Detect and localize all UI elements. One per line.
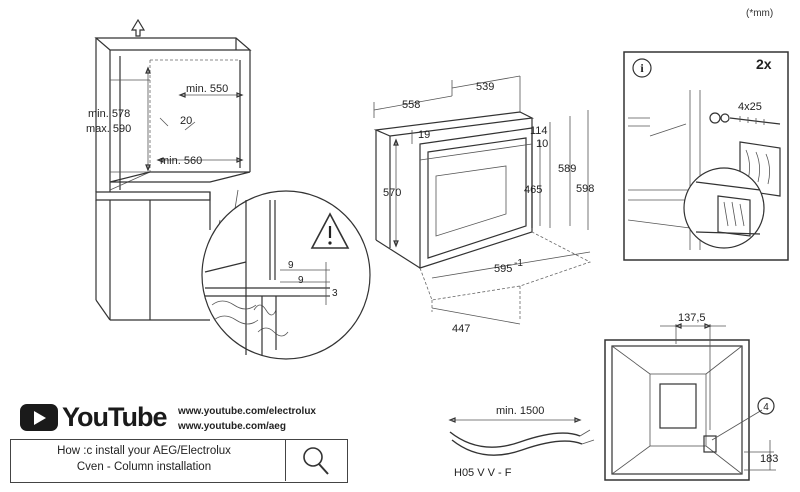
oven-drawing: [373, 75, 592, 325]
back-view: 4: [604, 323, 776, 481]
oven-height-598: 598: [576, 183, 594, 195]
youtube-logo[interactable]: YouTube: [20, 402, 167, 433]
warning-icon: [310, 212, 350, 249]
youtube-play-icon: [20, 404, 58, 431]
video-title-line2: Cven - Column installation: [76, 461, 212, 473]
cabinet-width-bottom: min. 560: [160, 155, 202, 167]
svg-text:4: 4: [763, 402, 769, 413]
cabinet-gap: 20: [180, 115, 192, 127]
video-title: How :c install your AEG/Electrolux Cven …: [19, 443, 269, 475]
magnifier-icon: [303, 447, 329, 475]
youtube-video-box[interactable]: How :c install your AEG/Electrolux Cven …: [10, 439, 348, 483]
cable-type: H05 V V - F: [454, 467, 512, 479]
svg-text:i: i: [640, 61, 644, 75]
youtube-url-electrolux[interactable]: www.youtube.com/electrolux: [178, 406, 316, 417]
oven-dim-10: 10: [536, 138, 548, 150]
back-offset-x: 137,5: [678, 312, 706, 324]
detail-dim-3: 3: [332, 288, 338, 299]
info-icon: [632, 58, 652, 78]
up-arrow-icon: [130, 18, 146, 37]
oven-top-gap: 19: [418, 129, 430, 141]
back-offset-y: 183: [760, 453, 778, 465]
detail-circle: [201, 189, 371, 360]
oven-depth-body: 539: [476, 81, 494, 93]
detail-dim-9b: 9: [298, 275, 304, 286]
cabinet-height-min: min. 578: [88, 108, 130, 120]
callout-4-icon: [757, 397, 775, 415]
oven-height-589: 589: [558, 163, 576, 175]
oven-depth-bottom: 447: [452, 323, 470, 335]
oven-height-body: 465: [524, 184, 542, 196]
youtube-wordmark: YouTube: [62, 402, 167, 432]
screw-icon: [709, 112, 781, 125]
cabinet-height-max: max. 590: [86, 123, 131, 135]
oven-width-tolerance: -1: [514, 258, 523, 269]
detail-dim-9a: 9: [288, 260, 294, 271]
cabinet-drawing: [94, 18, 252, 321]
oven-height-front: 570: [383, 187, 401, 199]
oven-dim-114: 114: [530, 125, 548, 137]
youtube-url-aeg[interactable]: www.youtube.com/aeg: [178, 421, 286, 432]
screw-panel: i: [623, 51, 789, 261]
cable-drawing: [448, 417, 595, 456]
cabinet-width-top: min. 550: [186, 83, 228, 95]
screw-count: 2x: [756, 56, 772, 72]
cable-length: min. 1500: [496, 405, 544, 417]
screw-size: 4x25: [738, 101, 762, 113]
units-label: (*mm): [746, 8, 774, 19]
oven-width: 595: [494, 263, 512, 275]
video-title-line1: How :c install your AEG/Electrolux: [57, 445, 231, 457]
oven-depth-total: 558: [402, 99, 420, 111]
search-button[interactable]: [285, 440, 348, 481]
